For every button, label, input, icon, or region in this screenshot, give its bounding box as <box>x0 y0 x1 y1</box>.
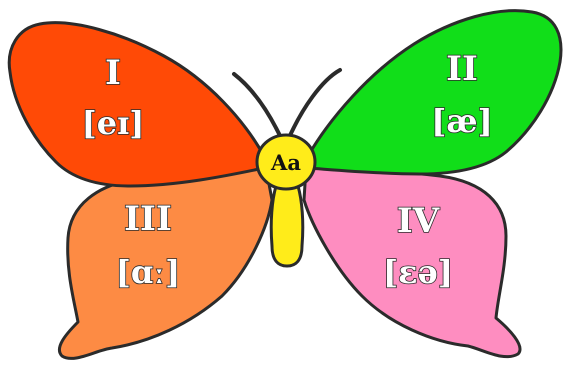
wing-upper-left-numeral: I <box>105 53 121 93</box>
wing-lower-right-numeral: IV <box>397 201 440 241</box>
wing-upper-right-sound: [æ] <box>431 102 492 140</box>
butterfly-abdomen <box>269 184 305 268</box>
butterfly-head <box>255 133 317 191</box>
wing-lower-right-sound: [ɛə] <box>383 253 453 291</box>
wing-upper-left <box>7 21 266 188</box>
wing-lower-left-sound: [ɑː] <box>116 253 180 291</box>
right-antenna <box>286 68 342 142</box>
wing-lower-right <box>302 166 522 359</box>
wing-lower-left-numeral: III <box>124 199 172 239</box>
center-label: Aa <box>270 150 301 175</box>
left-antenna <box>232 72 284 142</box>
wing-upper-left-sound: [eɪ] <box>82 104 145 142</box>
wing-upper-right-numeral: II <box>446 49 478 89</box>
wing-upper-right <box>306 9 563 176</box>
